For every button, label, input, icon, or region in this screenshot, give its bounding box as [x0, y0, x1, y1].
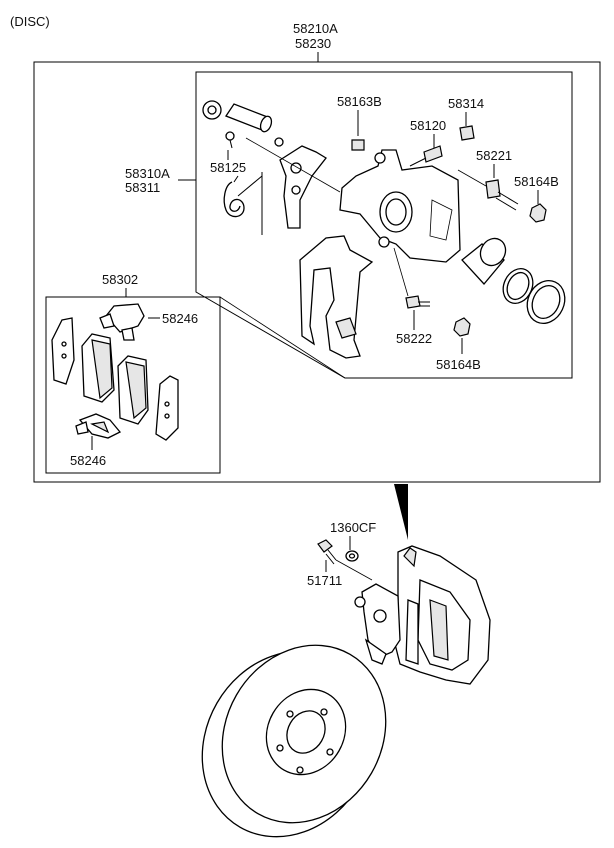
label-bracket-a: 58310A: [125, 166, 170, 181]
guide-rod-bolt: [351, 110, 365, 151]
label-nut-upper: 58164B: [514, 174, 559, 189]
bleeder-screw: [409, 134, 443, 167]
brake-pad-outer: [117, 355, 149, 425]
guide-sleeve: [225, 103, 284, 147]
label-bleeder: 58120: [410, 118, 446, 133]
label-pin-bolt-lower: 58222: [396, 331, 432, 346]
label-mount-bolt: 51711: [307, 573, 342, 588]
brake-disc-rotor: [201, 644, 387, 838]
label-clip-upper: 58246: [162, 311, 198, 326]
leader-sleeve-caliper: [245, 137, 341, 193]
label-bleeder-cap: 58314: [448, 96, 484, 111]
label-pad-kit: 58302: [102, 272, 138, 287]
bleeder-cap: [459, 112, 475, 141]
label-spring: 58125: [210, 160, 246, 175]
caliper-bracket-plate: [279, 145, 327, 229]
brake-pad-inner: [81, 333, 115, 403]
mounting-bracket: [299, 235, 374, 359]
label-pin-bolt-upper: 58221: [476, 148, 512, 163]
label-clip-lower: 58246: [70, 453, 106, 468]
label-nut-lower: 58164B: [436, 357, 481, 372]
diagram-title: (DISC): [10, 14, 50, 29]
pin-bolt-upper: [457, 164, 519, 211]
label-washer: 1360CF: [330, 520, 376, 535]
small-pin: [225, 131, 235, 149]
nut-lower: [453, 317, 471, 354]
pin-bolt-lower: [393, 247, 430, 330]
subframe-connector: [219, 296, 346, 379]
piston-seal: [502, 267, 534, 305]
nut-upper: [529, 190, 547, 223]
caliper-subframe: [195, 71, 573, 379]
boot-bushing: [202, 100, 222, 120]
anti-rattle-spring: [223, 175, 263, 218]
caliper-housing: [339, 149, 461, 263]
dust-boot: [526, 280, 566, 324]
pad-shim-right: [155, 375, 179, 441]
washer: [345, 550, 359, 562]
assembly-frame: [33, 61, 601, 483]
label-bracket-b: 58311: [125, 180, 160, 195]
pointer-wedge: [394, 484, 408, 540]
pad-shim-left: [51, 317, 75, 385]
label-assembly-b: 58230: [295, 36, 331, 51]
assembled-caliper: [354, 545, 491, 685]
label-assembly-a: 58210A: [293, 21, 338, 36]
pad-kit-frame: [45, 296, 221, 474]
label-guide-rod-bolt: 58163B: [337, 94, 382, 109]
mounting-bolt: [317, 539, 373, 581]
piston: [461, 237, 507, 285]
pad-clip-lower: [75, 413, 122, 450]
pad-clip-upper: [99, 303, 160, 341]
